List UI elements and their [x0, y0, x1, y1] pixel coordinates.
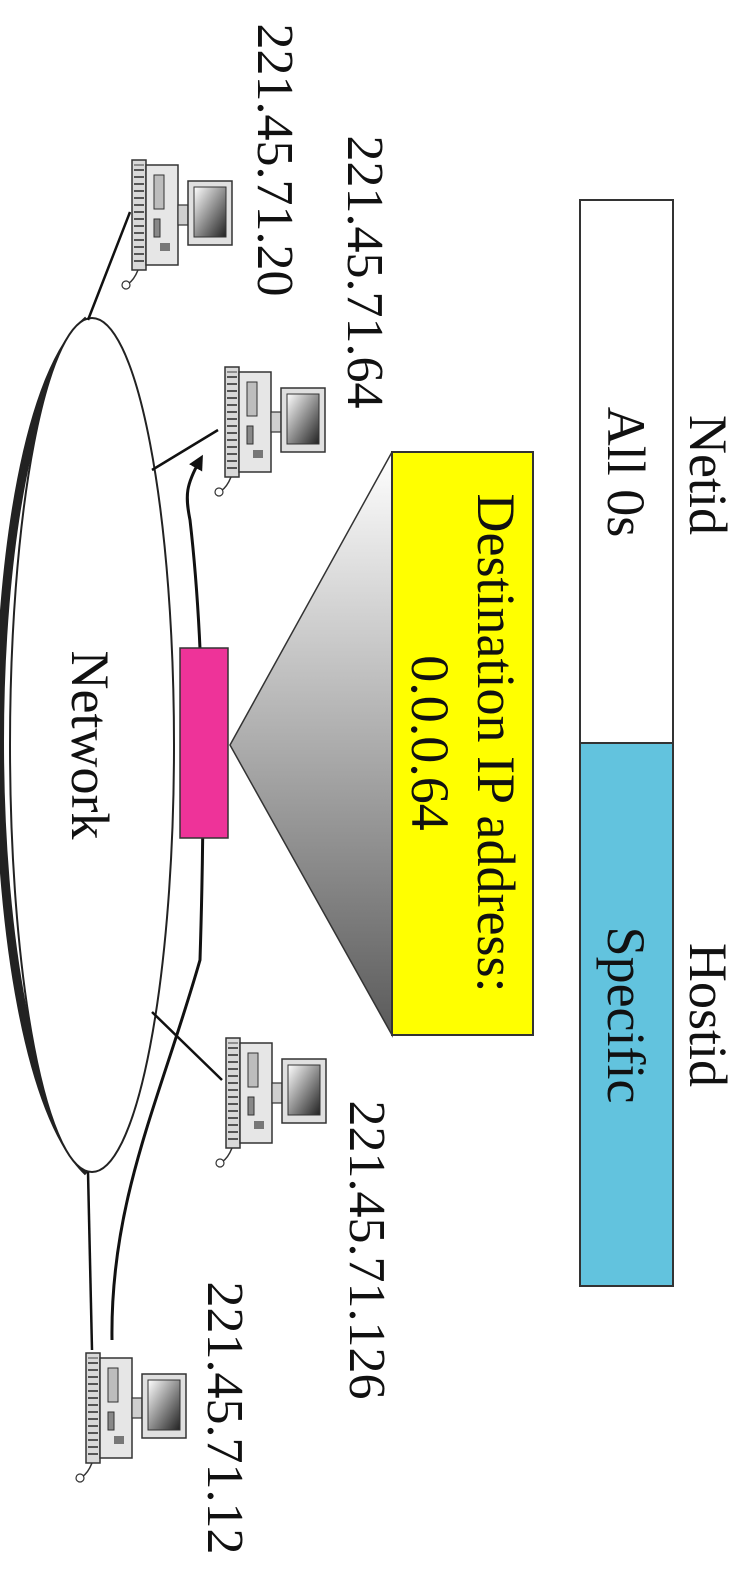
host-2-computer-icon: [214, 366, 326, 497]
host-1-computer-icon: [121, 159, 233, 290]
host-2-ip: 221.45.71.64: [336, 136, 393, 409]
host-1-ip: 221.45.71.20: [246, 24, 303, 297]
hostid-field: [579, 742, 674, 1287]
packet-path: [110, 454, 205, 1341]
destination-address: 0.0.0.64: [400, 655, 460, 831]
network-ring: [9, 317, 175, 1173]
magnification-cone: [229, 451, 393, 1038]
hostid-value: Specific: [596, 927, 656, 1104]
host-4-ip: 221.45.71.12: [196, 1282, 253, 1555]
destination-address-box: [391, 451, 534, 1036]
host-2-link: [151, 428, 219, 472]
host-4-link: [86, 1171, 94, 1351]
hostid-label: Hostid: [678, 943, 738, 1087]
netid-field: [579, 199, 674, 744]
network-label: Network: [60, 651, 120, 840]
host-3-computer-icon: [215, 1037, 327, 1168]
netid-value: All 0s: [596, 407, 656, 538]
host-3-ip: 221.45.71.126: [338, 1101, 395, 1400]
host-3-link: [151, 1011, 223, 1081]
host-1-link: [86, 211, 132, 321]
host-4-computer-icon: [75, 1352, 187, 1483]
netid-label: Netid: [678, 415, 738, 535]
packet: [179, 647, 229, 839]
destination-caption: Destination IP address:: [466, 494, 526, 993]
